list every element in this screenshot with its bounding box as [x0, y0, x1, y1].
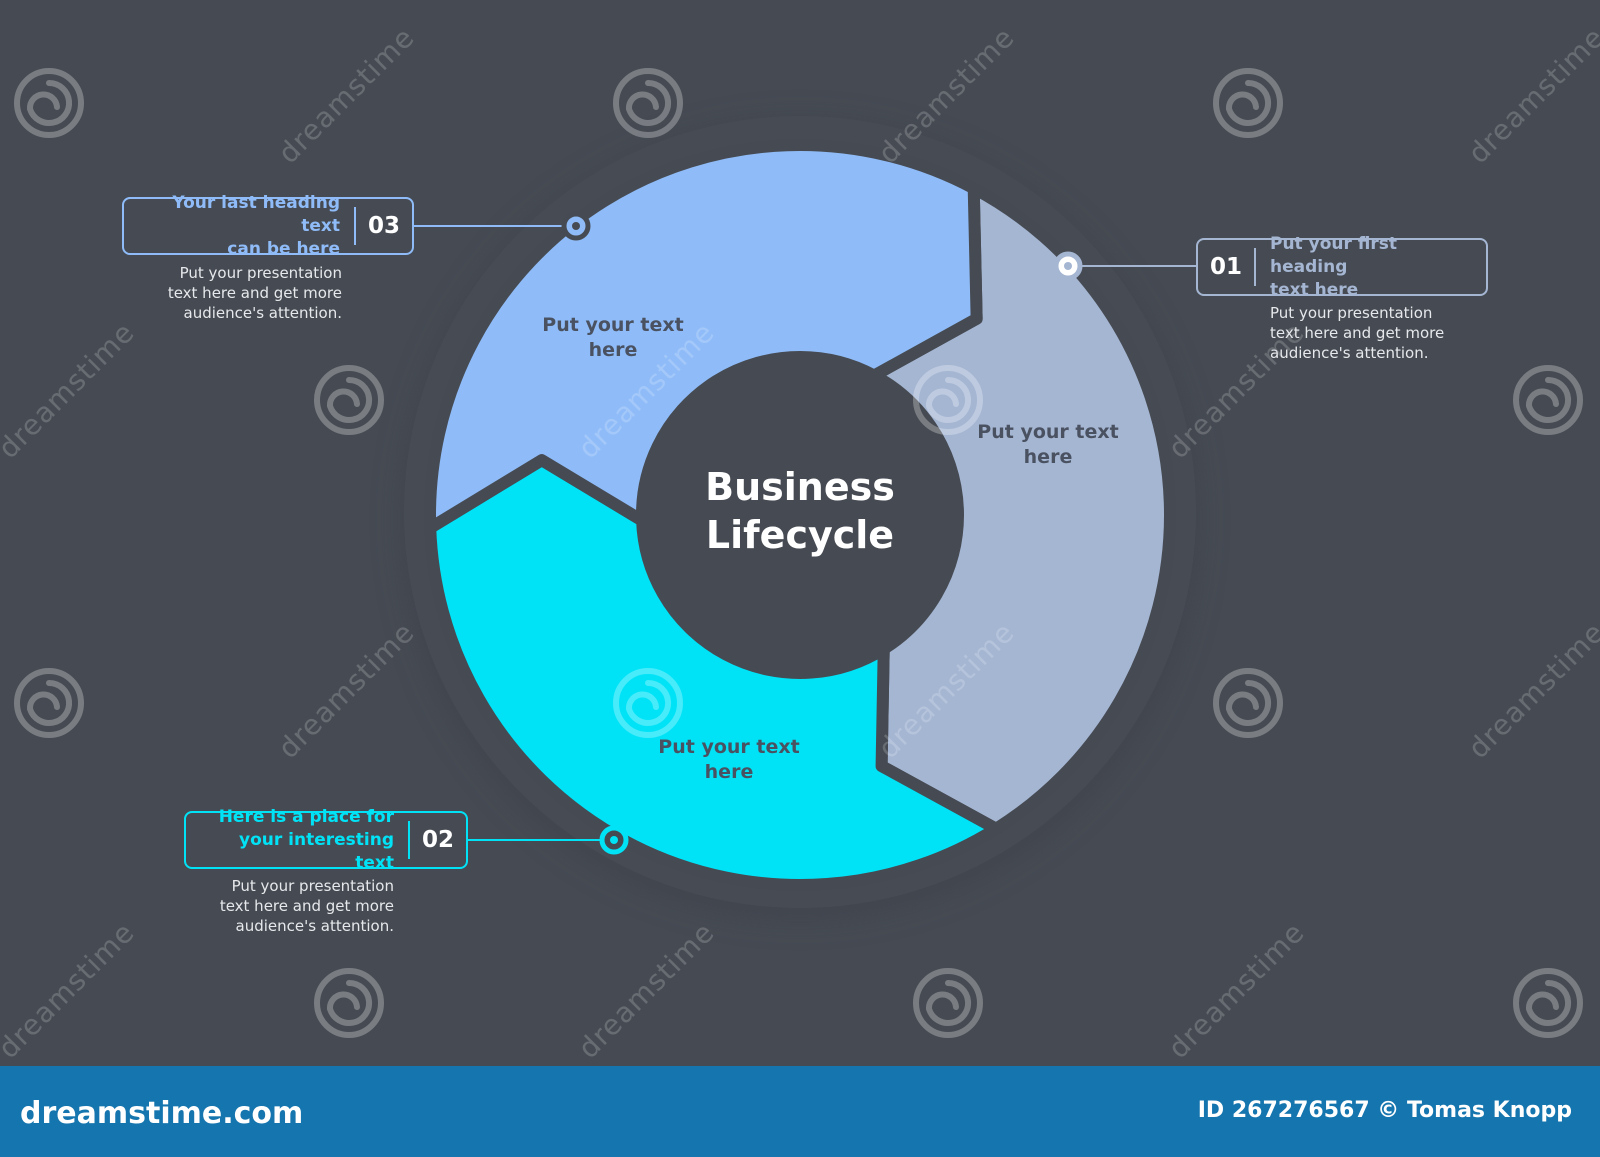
step-03-heading: Your last heading text can be here: [124, 192, 354, 261]
step-03-description: Put your presentation text here and get …: [112, 263, 342, 323]
watermark-text: dreamstime: [272, 616, 421, 765]
connector-03: [414, 211, 591, 241]
step-01-heading: Put your first heading text here: [1256, 233, 1486, 302]
segment-2-label-line1: Put your text: [658, 736, 799, 758]
center-title-line1: Business: [705, 465, 895, 509]
lifecycle-diagram: Business Lifecycle Put your text here Pu…: [0, 21, 1600, 1065]
step-02-divider: [408, 821, 410, 859]
segment-3-label-line1: Put your text: [542, 314, 683, 336]
ring-segment-1: [868, 182, 1176, 835]
step-01-desc-line3: audience's attention.: [1270, 344, 1429, 362]
ring-segment-3: [424, 139, 983, 534]
segment-1-label-line2: here: [1024, 446, 1073, 468]
step-01-heading-line2: text here: [1270, 279, 1359, 300]
footer-bar: dreamstime.com ID 267276567 © Tomas Knop…: [0, 1066, 1600, 1157]
watermark-text: dreamstime: [0, 316, 141, 465]
step-01-divider: [1254, 248, 1256, 286]
step-02-desc-line1: Put your presentation: [231, 877, 394, 895]
footer-image-credit: ID 267276567 © Tomas Knopp: [1197, 1098, 1572, 1123]
center-hub: [644, 359, 956, 671]
center-title-line2: Lifecycle: [706, 513, 894, 557]
watermark-spiral-icon: [17, 71, 81, 135]
step-02-desc-line2: text here and get more: [219, 897, 394, 915]
step-01-card: 01 Put your first heading text here: [1196, 234, 1488, 300]
step-02-desc-line3: audience's attention.: [235, 917, 395, 935]
step-02-number: 02: [421, 827, 454, 853]
step-02-card: Here is a place for your interesting tex…: [184, 807, 468, 873]
watermark-spiral-icon: [1516, 971, 1580, 1035]
step-02-heading-line1: Here is a place for: [218, 806, 394, 827]
watermark-spiral-icon: [17, 671, 81, 735]
segment-1-label-line1: Put your text: [977, 421, 1118, 443]
connector-02: [468, 825, 629, 855]
watermark-spiral-icon: [317, 971, 381, 1035]
watermark-spiral-icon: [1216, 71, 1280, 135]
step-03-heading-line2: can be here: [227, 238, 340, 259]
watermark-spiral-icon: [916, 971, 980, 1035]
step-01-heading-line1: Put your first heading: [1270, 233, 1398, 277]
ring-segments: [424, 139, 1176, 891]
segment-3-label-line2: here: [589, 339, 638, 361]
watermark-spiral-icon: [317, 368, 381, 432]
watermark-text: dreamstime: [272, 21, 421, 170]
watermark-spiral-icon: [1216, 671, 1280, 735]
segment-2-label-line2: here: [705, 761, 754, 783]
watermark-spiral-icon: [1516, 368, 1580, 432]
step-02-heading-line2: your interesting text: [238, 829, 394, 873]
step-02-description: Put your presentation text here and get …: [164, 876, 394, 936]
watermark-text: dreamstime: [1162, 916, 1311, 1065]
footer-site-logo: dreamstime.com: [20, 1096, 304, 1131]
step-01-desc-line1: Put your presentation: [1270, 304, 1433, 322]
step-03-desc-line3: audience's attention.: [183, 304, 343, 322]
watermark-text: dreamstime: [1462, 21, 1600, 170]
ring-segment-2: [424, 454, 1003, 891]
step-01-description: Put your presentation text here and get …: [1270, 303, 1500, 363]
watermark-text: dreamstime: [0, 916, 141, 1065]
step-02-heading: Here is a place for your interesting tex…: [186, 806, 408, 875]
connector-01: [1053, 251, 1196, 281]
step-03-card: Your last heading text can be here 03: [122, 193, 414, 259]
watermark-text: dreamstime: [572, 916, 721, 1065]
watermark-spiral-icon: [616, 71, 680, 135]
step-03-number: 03: [367, 213, 400, 239]
step-03-heading-line1: Your last heading text: [172, 192, 340, 236]
step-03-desc-line1: Put your presentation: [179, 264, 342, 282]
step-03-desc-line2: text here and get more: [167, 284, 342, 302]
step-01-desc-line2: text here and get more: [1270, 324, 1445, 342]
watermark-text: dreamstime: [1462, 616, 1600, 765]
step-01-number: 01: [1209, 254, 1242, 280]
step-03-divider: [354, 207, 356, 245]
